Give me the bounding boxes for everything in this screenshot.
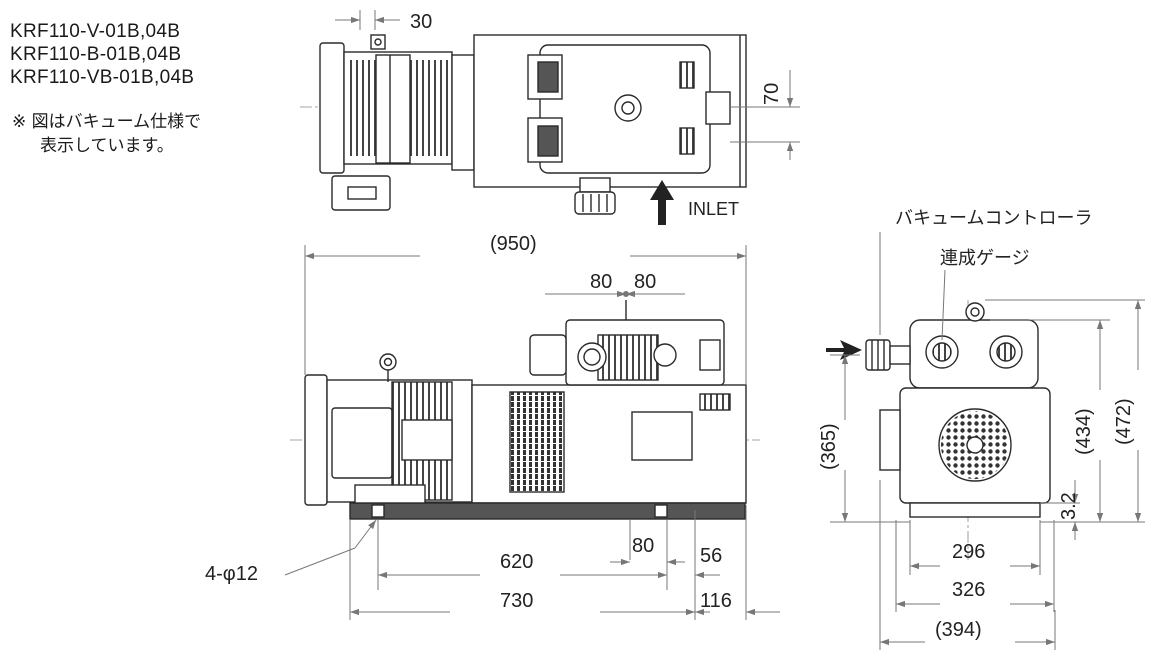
note: ※ 図はバキューム仕様で 表示しています。: [12, 110, 201, 158]
dim-inlet-80-right: 80: [634, 271, 656, 293]
top-view-dimensions: [335, 10, 800, 160]
dim-height-365: (365): [818, 423, 840, 470]
dim-base-730: 730: [500, 590, 533, 612]
holes-label: 4-φ12: [205, 563, 258, 585]
dim-base-3-2: 3.2: [1058, 492, 1080, 520]
note-line-1: ※ 図はバキューム仕様で: [12, 112, 202, 132]
dim-width-394: (394): [935, 619, 982, 641]
dim-base-56: 56: [700, 545, 722, 567]
dim-height-434: (434): [1073, 408, 1095, 455]
dim-base-80: 80: [632, 535, 654, 557]
front-view-dimensions: [284, 245, 780, 620]
side-view-dimensions: [830, 232, 1145, 650]
dim-inlet-80-left: 80: [590, 271, 612, 293]
dim-width-326: 326: [952, 579, 985, 601]
dim-base-116: 116: [700, 590, 732, 612]
dim-height-472: (472): [1113, 398, 1135, 445]
dim-base-620: 620: [500, 551, 533, 573]
inlet-label: INLET: [688, 199, 739, 219]
compound-gauge-label: 連成ゲージ: [940, 248, 1030, 268]
inlet-arrow-icon: [650, 180, 674, 225]
front-view: [290, 300, 760, 520]
side-inlet-arrow-icon: [826, 340, 862, 360]
note-line-2: 表示しています。: [40, 136, 174, 156]
side-view: [865, 300, 1051, 560]
dim-top-70: 70: [761, 83, 783, 105]
top-view: [300, 34, 760, 215]
vacuum-controller-label: バキュームコントローラ: [895, 208, 1092, 228]
model-name-2: KRF110-B-01B,04B: [10, 44, 182, 65]
model-name-3: KRF110-VB-01B,04B: [10, 67, 195, 88]
dim-width-296: 296: [952, 541, 985, 563]
model-name-1: KRF110-V-01B,04B: [10, 21, 181, 42]
model-list: KRF110-V-01B,04B KRF110-B-01B,04B KRF110…: [10, 20, 194, 89]
dim-overall-length: (950): [490, 233, 537, 255]
dim-top-30: 30: [410, 11, 432, 33]
